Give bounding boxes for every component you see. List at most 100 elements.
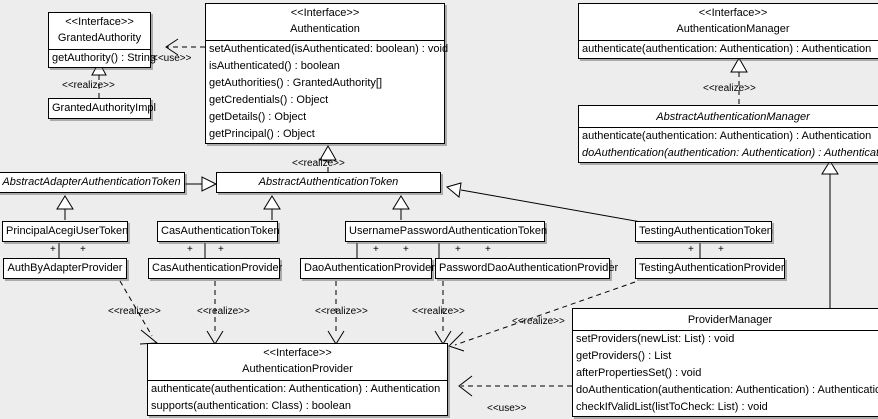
method-item-abstract: doAuthentication(authentication: Authent… <box>582 147 878 159</box>
compartment-divider <box>579 127 878 128</box>
class-name: TestingAuthenticationToken <box>639 225 773 237</box>
stereotype-label: <<Interface>> <box>65 16 134 28</box>
class-name: Authentication <box>290 23 360 35</box>
class-box-abstract-authentication-manager[interactable]: AbstractAuthenticationManager authentica… <box>578 105 878 163</box>
method-compartment: setProviders(newList: List) : void getPr… <box>573 331 878 416</box>
class-name: ProviderManager <box>687 314 773 326</box>
multiplicity-marker: + <box>80 244 86 255</box>
edge-upat-extends-aat <box>392 195 410 220</box>
class-name: PrincipalAcegiUserToken <box>6 225 129 237</box>
method-item: getAuthorities() : GrantedAuthority[] <box>209 77 383 89</box>
method-item: doAuthentication(authentication: Authent… <box>576 384 878 396</box>
class-name: AuthenticationManager <box>676 23 790 35</box>
multiplicity-marker: + <box>187 244 193 255</box>
method-item: getDetails() : Object <box>209 111 307 123</box>
class-box-granted-authority-impl[interactable]: GrantedAuthorityImpl <box>48 98 156 119</box>
edge-label-use-provider-manager: <<use>> <box>487 403 527 414</box>
edge-aam-realizes-am <box>730 56 748 104</box>
class-name: TestingAuthenticationProvider <box>639 262 785 274</box>
class-name: AbstractAuthenticationManager <box>656 111 810 123</box>
class-box-principal-acegi-user-token[interactable]: PrincipalAcegiUserToken <box>2 221 128 242</box>
class-name: DaoAuthenticationProvider <box>304 262 435 274</box>
class-name: AbstractAuthenticationToken <box>258 176 399 188</box>
class-box-granted-authority[interactable]: <<Interface>> GrantedAuthority getAuthor… <box>48 12 156 68</box>
method-item: getPrincipal() : Object <box>209 128 315 140</box>
class-box-username-password-authentication-token[interactable]: UsernamePasswordAuthenticationToken <box>345 221 548 242</box>
edge-label-realize-abstract-authentication-manager: <<realize>> <box>703 83 756 94</box>
class-header: <<Interface>> GrantedAuthority <box>49 13 150 49</box>
stereotype-label: <<Interface>> <box>698 7 768 19</box>
method-item: getCredentials() : Object <box>209 94 329 106</box>
method-item: setProviders(newList: List) : void <box>576 333 735 345</box>
stereotype-label: <<Interface>> <box>263 347 332 359</box>
method-item: setAuthenticated(isAuthenticated: boolea… <box>209 43 449 55</box>
multiplicity-marker: + <box>455 244 461 255</box>
multiplicity-marker: + <box>403 244 409 255</box>
method-item: authenticate(authentication: Authenticat… <box>582 130 872 142</box>
method-compartment: authenticate(authentication: Authenticat… <box>148 381 447 415</box>
method-item: authenticate(authentication: Authenticat… <box>582 43 872 55</box>
class-name: PasswordDaoAuthenticationProvider <box>439 262 619 274</box>
method-compartment: setAuthenticated(isAuthenticated: boolea… <box>206 41 449 143</box>
edge-cat-extends-aat <box>263 195 281 220</box>
method-item: getProviders() : List <box>576 350 672 362</box>
method-item: getAuthority() : String <box>52 52 156 64</box>
edge-paut-extends-aaat <box>56 195 74 220</box>
method-item: afterPropertiesSet() : void <box>576 367 702 379</box>
compartment-divider <box>148 380 447 381</box>
class-box-testing-authentication-provider[interactable]: TestingAuthenticationProvider <box>635 258 785 279</box>
multiplicity-marker: + <box>718 244 724 255</box>
method-item: authenticate(authentication: Authenticat… <box>151 383 441 395</box>
class-box-abstract-adapter-authentication-token[interactable]: AbstractAdapterAuthenticationToken <box>0 172 185 193</box>
edge-label-realize-cas-authentication-provider: <<realize>> <box>197 306 250 317</box>
edge-label-use-auth-grantedauthority: <<use>> <box>152 53 192 64</box>
class-name: AuthenticationProvider <box>242 363 353 375</box>
class-header: ProviderManager <box>573 309 878 330</box>
edge-label-realize-granted-authority-impl: <<realize>> <box>62 80 115 91</box>
class-name: CasAuthenticationToken <box>161 225 280 237</box>
class-name: GrantedAuthorityImpl <box>52 102 156 114</box>
class-name: GrantedAuthority <box>57 32 142 44</box>
class-box-authentication-provider[interactable]: <<Interface>> AuthenticationProvider aut… <box>147 343 448 416</box>
class-header: <<Interface>> AuthenticationManager <box>579 4 878 40</box>
edge-aaat-extends-aat <box>185 176 218 192</box>
edge-pm-uses-ap <box>458 375 572 397</box>
class-box-provider-manager[interactable]: ProviderManager setProviders(newList: Li… <box>572 308 878 417</box>
class-header: <<Interface>> AuthenticationProvider <box>148 344 447 380</box>
class-box-authentication-manager[interactable]: <<Interface>> AuthenticationManager auth… <box>578 3 878 59</box>
multiplicity-marker: + <box>373 244 379 255</box>
compartment-divider <box>206 40 444 41</box>
edge-label-realize-password-dao-authentication-provider: <<realize>> <box>412 306 465 317</box>
class-box-auth-by-adapter-provider[interactable]: AuthByAdapterProvider <box>3 258 127 279</box>
class-name: UsernamePasswordAuthenticationToken <box>349 225 548 237</box>
class-header: <<Interface>> Authentication <box>206 4 444 40</box>
class-box-abstract-authentication-token[interactable]: AbstractAuthenticationToken <box>216 172 441 193</box>
class-box-testing-authentication-token[interactable]: TestingAuthenticationToken <box>635 221 773 242</box>
multiplicity-marker: + <box>218 244 224 255</box>
class-name: AuthByAdapterProvider <box>7 262 123 274</box>
method-compartment: getAuthority() : String <box>49 50 156 67</box>
compartment-divider <box>573 330 878 331</box>
class-box-authentication[interactable]: <<Interface>> Authentication setAuthenti… <box>205 3 449 144</box>
method-item: supports(authentication: Class) : boolea… <box>151 400 351 412</box>
class-name: AbstractAdapterAuthenticationToken <box>2 176 181 188</box>
edge-label-realize-testing-authentication-provider: <<realize>> <box>512 316 565 327</box>
compartment-divider <box>579 40 878 41</box>
class-box-dao-authentication-provider[interactable]: DaoAuthenticationProvider <box>300 258 435 279</box>
class-name: CasAuthenticationProvider <box>152 262 283 274</box>
class-box-password-dao-authentication-provider[interactable]: PasswordDaoAuthenticationProvider <box>435 258 619 279</box>
edge-pm-extends-aam <box>821 160 839 308</box>
multiplicity-marker: + <box>688 244 694 255</box>
class-box-cas-authentication-token[interactable]: CasAuthenticationToken <box>157 221 280 242</box>
edge-label-realize-auth-by-adapter-provider: <<realize>> <box>108 306 161 317</box>
edge-label-realize-dao-authentication-provider: <<realize>> <box>315 306 368 317</box>
class-box-cas-authentication-provider[interactable]: CasAuthenticationProvider <box>148 258 283 279</box>
edge-tat-extends-aat <box>445 182 642 223</box>
class-header: AbstractAuthenticationManager <box>579 106 878 127</box>
method-item: isAuthenticated() : boolean <box>209 60 340 72</box>
edge-label-realize-abstract-authentication-token: <<realize>> <box>292 158 345 169</box>
multiplicity-marker: + <box>50 244 56 255</box>
stereotype-label: <<Interface>> <box>290 7 360 19</box>
method-compartment: authenticate(authentication: Authenticat… <box>579 41 878 58</box>
